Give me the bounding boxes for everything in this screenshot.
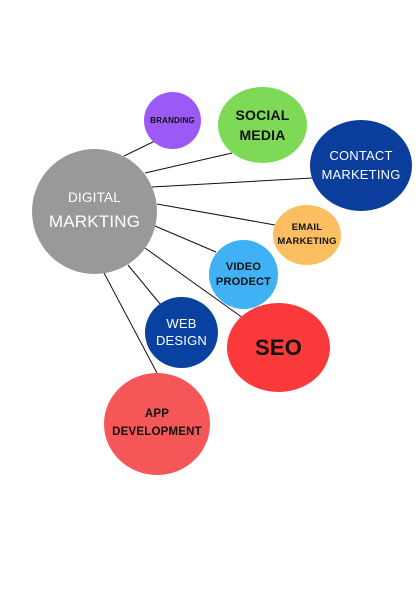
connector-contact xyxy=(151,177,313,188)
connector-seo xyxy=(144,247,244,319)
node-web-line-2: DESIGN xyxy=(155,332,208,348)
hub-line-2: MARKTING xyxy=(48,211,141,231)
node-seo: SEO xyxy=(227,303,330,392)
node-video-line-2: PRODECT xyxy=(215,275,272,288)
node-web-line-1: WEB xyxy=(166,315,197,331)
node-video-product: VIDEO PRODECT xyxy=(209,240,278,309)
node-contact-marketing: CONTACT MARKETING xyxy=(310,120,412,211)
node-app-line-1: APP xyxy=(144,408,170,421)
node-email-marketing: EMAIL MARKETING xyxy=(273,205,341,265)
node-video-line-1: VIDEO xyxy=(225,261,262,274)
node-branding: BRANDING xyxy=(144,92,201,149)
node-email-line-2: MARKETING xyxy=(277,236,337,247)
node-web-design: WEB DESIGN xyxy=(145,297,218,368)
node-contact-line-1: CONTACT xyxy=(329,147,393,163)
node-social-media: SOCIAL MEDIA xyxy=(218,87,307,163)
hub-digital-marketing: DIGITAL MARKTING xyxy=(32,149,157,274)
node-app-development: APP DEVELOPMENT xyxy=(104,373,210,475)
node-social-line-2: MEDIA xyxy=(239,127,286,143)
node-email-line-1: EMAIL xyxy=(291,221,323,233)
node-contact-line-2: MARKETING xyxy=(321,166,401,182)
hub-line-1: DIGITAL xyxy=(68,189,121,205)
connector-web xyxy=(127,264,162,306)
connector-social xyxy=(144,152,233,174)
node-app-line-2: DEVELOPMENT xyxy=(112,426,202,438)
connector-branding xyxy=(123,139,158,157)
node-branding-line-1: BRANDING xyxy=(150,115,195,125)
connector-email xyxy=(156,203,276,226)
connector-video xyxy=(154,225,217,253)
node-social-line-1: SOCIAL xyxy=(235,106,290,123)
node-seo-line-1: SEO xyxy=(254,334,303,360)
connector-app xyxy=(102,270,158,374)
